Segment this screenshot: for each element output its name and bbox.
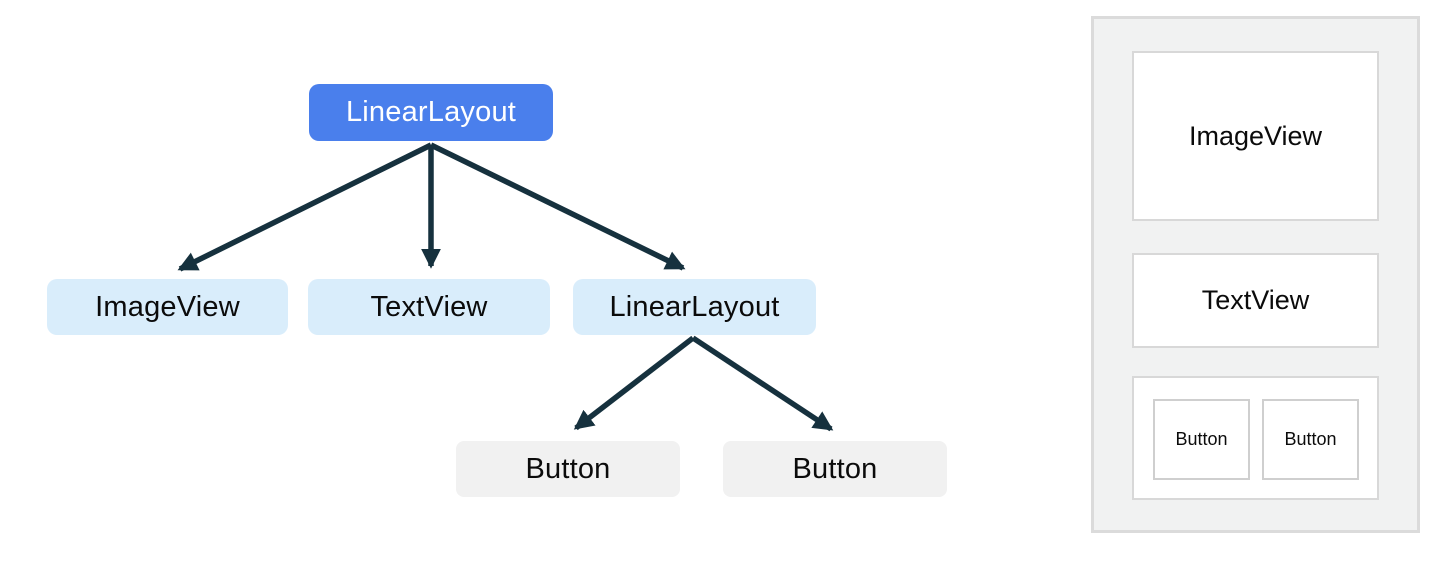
preview-textview-label: TextView	[1201, 285, 1310, 315]
tree-node-label: LinearLayout	[345, 96, 517, 128]
preview-button-row-box: Button Button	[1132, 376, 1379, 500]
arrow-root-to-imageview	[177, 142, 433, 272]
preview-button-label: Button	[1284, 429, 1337, 449]
preview-textview-box: TextView	[1132, 253, 1379, 348]
tree-node-button-1: Button	[456, 441, 680, 497]
tree-node-label: TextView	[370, 290, 488, 323]
preview-button-2: Button	[1262, 399, 1359, 480]
preview-button-label: Button	[1175, 429, 1228, 449]
tree-node-root-linearlayout: LinearLayout	[309, 84, 553, 141]
tree-node-label: ImageView	[95, 290, 240, 323]
tree-node-imageview: ImageView	[47, 279, 288, 335]
tree-node-label: Button	[792, 452, 878, 485]
tree-node-label: Button	[525, 452, 611, 485]
preview-imageview-box: ImageView	[1132, 51, 1379, 221]
tree-node-button-2: Button	[723, 441, 947, 497]
arrow-linearlayout-to-button2	[691, 335, 834, 432]
tree-node-label: LinearLayout	[609, 290, 780, 323]
tree-node-textview: TextView	[308, 279, 550, 335]
arrow-linearlayout-to-button1	[573, 335, 695, 431]
preview-imageview-label: ImageView	[1188, 120, 1323, 151]
preview-button-1: Button	[1153, 399, 1250, 480]
tree-node-nested-linearlayout: LinearLayout	[573, 279, 816, 335]
layout-preview-panel: ImageView TextView Button Button	[1091, 16, 1420, 533]
arrow-root-to-linearlayout	[429, 142, 686, 271]
